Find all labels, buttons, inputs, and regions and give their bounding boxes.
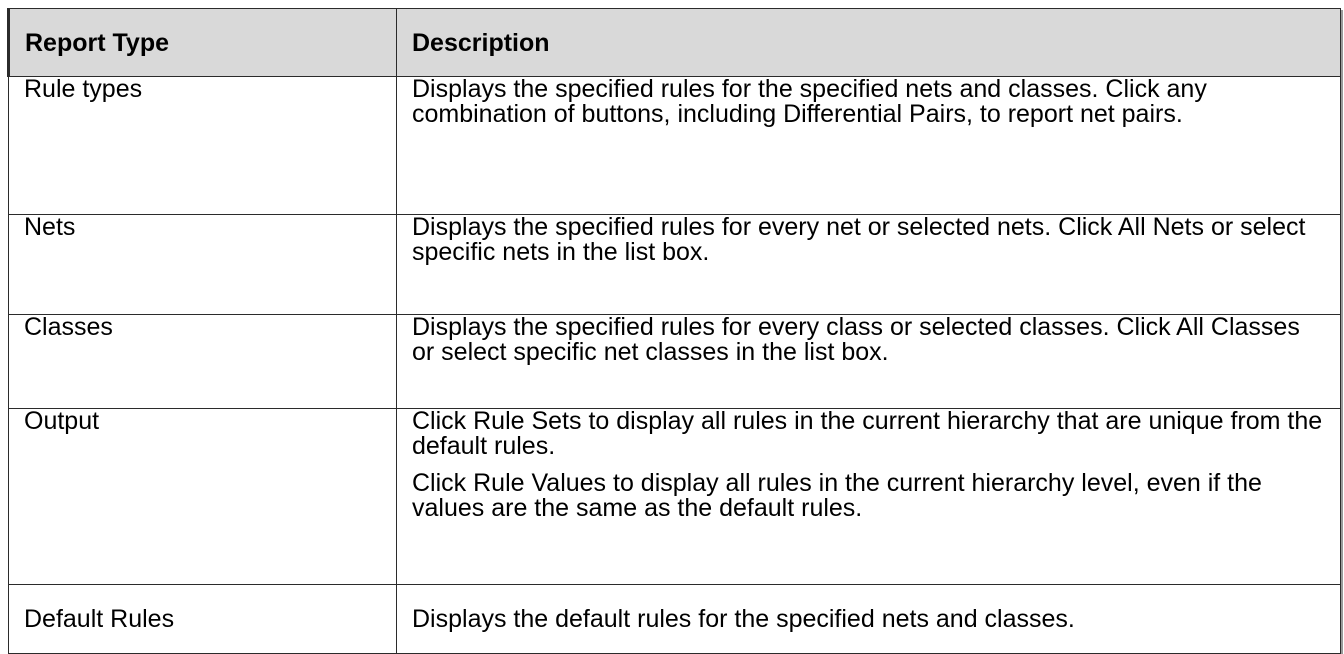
table-row: Output Click Rule Sets to display all ru… <box>8 407 1341 585</box>
report-type-table: Report Type Description Rule types Displ… <box>7 8 1341 654</box>
description-text: Displays the default rules for the speci… <box>412 605 1075 633</box>
description-cell: Click Rule Sets to display all rules in … <box>396 407 1341 585</box>
table-row: Classes Displays the specified rules for… <box>8 313 1341 409</box>
description-cell: Displays the specified rules for every c… <box>396 313 1341 409</box>
report-type-cell: Rule types <box>8 75 397 215</box>
report-type-label: Default Rules <box>24 605 175 633</box>
description-cell: Displays the specified rules for every n… <box>396 213 1341 315</box>
report-type-label: Classes <box>24 313 113 341</box>
header-description: Description <box>396 8 1341 77</box>
description-text: Click Rule Sets to display all rules in … <box>412 407 1323 460</box>
description-cell: Displays the default rules for the speci… <box>396 584 1341 654</box>
header-report-type: Report Type <box>8 8 397 77</box>
header-row: Report Type Description <box>8 8 1341 77</box>
report-type-label: Nets <box>24 213 76 241</box>
report-type-label: Output <box>24 407 100 435</box>
report-type-cell: Nets <box>8 213 397 315</box>
description-text: Click Rule Values to display all rules i… <box>412 469 1262 522</box>
table-header: Report Type Description <box>8 8 1341 77</box>
report-type-cell: Output <box>8 407 397 585</box>
table-row: Default Rules Displays the default rules… <box>8 584 1341 654</box>
report-type-cell: Classes <box>8 313 397 409</box>
description-text: Displays the specified rules for every c… <box>412 313 1300 366</box>
report-type-cell: Default Rules <box>8 584 397 654</box>
description-text: Displays the specified rules for the spe… <box>412 75 1207 128</box>
description-text: Displays the specified rules for every n… <box>412 213 1306 266</box>
table-row: Rule types Displays the specified rules … <box>8 75 1341 215</box>
table-row: Nets Displays the specified rules for ev… <box>8 213 1341 315</box>
table-body: Rule types Displays the specified rules … <box>8 75 1341 654</box>
report-type-label: Rule types <box>24 75 143 103</box>
description-cell: Displays the specified rules for the spe… <box>396 75 1341 215</box>
